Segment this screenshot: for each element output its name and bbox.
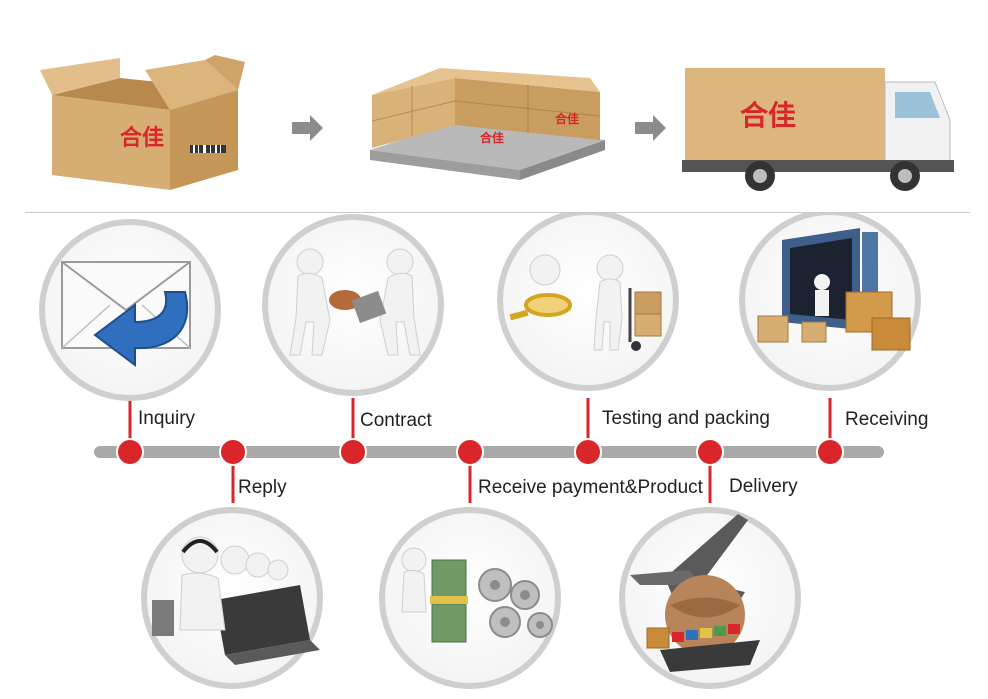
process-timeline xyxy=(39,213,921,689)
step-label-reply: Reply xyxy=(238,477,287,498)
step-label-receiving: Receiving xyxy=(845,409,929,430)
container-unloading-icon xyxy=(757,228,911,351)
step-label-delivery: Delivery xyxy=(729,476,798,497)
box-icon: 合佳 xyxy=(40,55,245,190)
flow-arrow-icon xyxy=(292,115,323,141)
envelope-reply-icon xyxy=(61,261,191,367)
pallet-icon: 合佳 合佳 xyxy=(370,68,605,180)
step-label-receive-payment-product: Receive payment&Product xyxy=(478,477,703,498)
receiving-illustration xyxy=(739,213,921,391)
timeline-marker xyxy=(816,438,844,466)
payment-product-illustration xyxy=(379,507,561,689)
timeline-marker xyxy=(116,438,144,466)
flow-arrow-icon xyxy=(635,115,666,141)
timeline-marker xyxy=(696,438,724,466)
plane-globe-ship-icon xyxy=(630,514,760,672)
handshake-contract-icon xyxy=(289,248,421,356)
timeline-marker xyxy=(219,438,247,466)
step-label-contract: Contract xyxy=(360,410,432,431)
box-logo: 合佳 xyxy=(120,125,164,150)
step-label-inquiry: Inquiry xyxy=(138,408,196,429)
magnifier-handcart-icon xyxy=(509,254,662,351)
contract-illustration xyxy=(262,214,444,396)
call-center-icon xyxy=(152,536,320,665)
timeline-marker xyxy=(339,438,367,466)
section-divider xyxy=(25,212,970,213)
timeline-marker xyxy=(456,438,484,466)
packaging-flow: 合佳 合佳 合佳 xyxy=(40,55,954,191)
truck-logo: 合佳 xyxy=(740,99,796,131)
svg-text:合佳: 合佳 xyxy=(480,130,504,145)
truck-icon: 合佳 xyxy=(682,68,954,191)
testing-packing-illustration xyxy=(497,213,679,391)
timeline-marker xyxy=(574,438,602,466)
delivery-illustration xyxy=(619,507,801,689)
money-gears-icon xyxy=(401,547,553,643)
step-label-testing-packing: Testing and packing xyxy=(602,408,770,429)
reply-illustration xyxy=(141,507,323,689)
inquiry-illustration xyxy=(39,219,221,401)
svg-text:合佳: 合佳 xyxy=(555,111,579,126)
